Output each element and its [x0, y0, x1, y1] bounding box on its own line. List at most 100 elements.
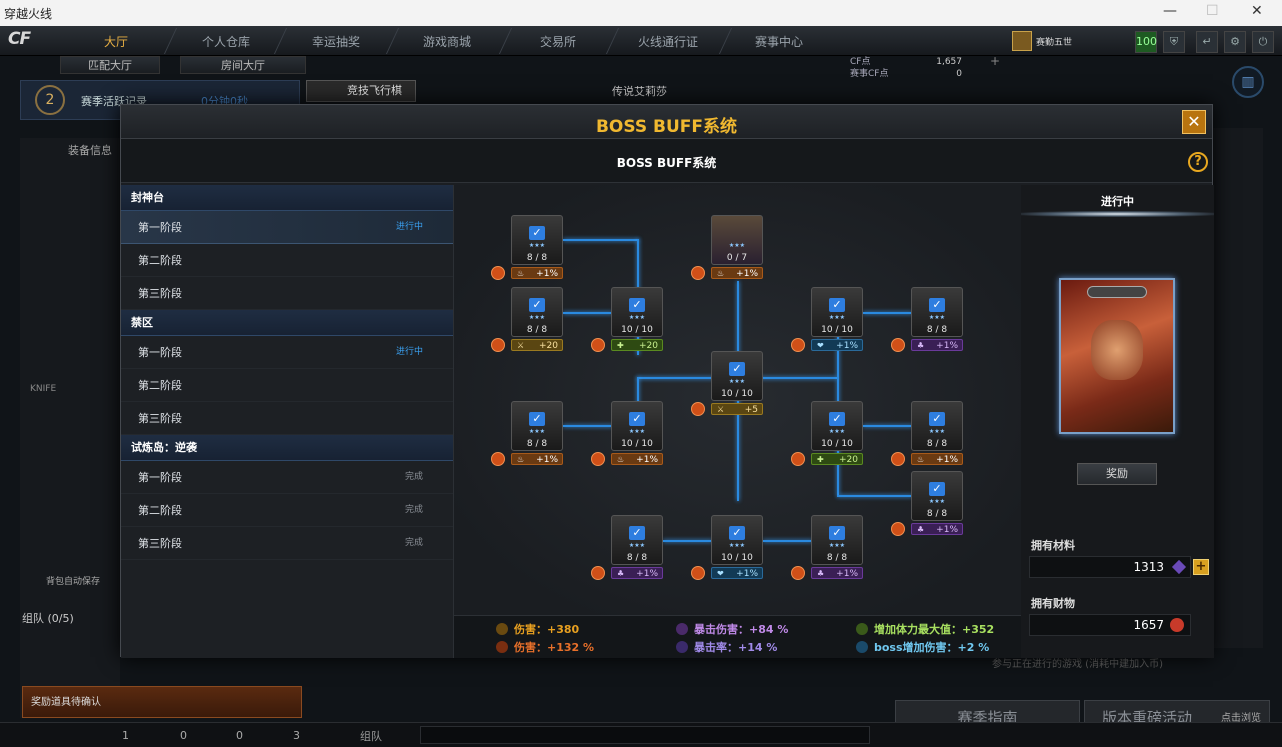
- upgrade-icon[interactable]: [591, 452, 605, 466]
- boss-status: 进行中: [1101, 195, 1134, 208]
- knife-label: KNIFE: [30, 384, 57, 394]
- reward-button[interactable]: 奖励: [1077, 463, 1157, 485]
- maximize-icon[interactable]: ☐: [1206, 3, 1219, 19]
- buff-node[interactable]: ✓★★★8 / 8: [911, 287, 963, 337]
- buff-type-icon: ♨: [617, 455, 625, 464]
- buff-node[interactable]: ★★★0 / 7: [711, 215, 763, 265]
- upgrade-icon[interactable]: [791, 566, 805, 580]
- upgrade-icon[interactable]: [491, 452, 505, 466]
- stat-boss-damage-text: boss增加伤害：+2 %: [874, 641, 990, 654]
- check-icon: ✓: [529, 298, 545, 312]
- materials-value: 1313: [1133, 560, 1164, 574]
- stage-item[interactable]: 第二阶段: [121, 369, 453, 402]
- buff-node[interactable]: ✓★★★10 / 10: [811, 287, 863, 337]
- buff-node[interactable]: ✓★★★8 / 8: [511, 287, 563, 337]
- nav-lucky-draw[interactable]: 幸运抽奖: [312, 35, 361, 49]
- dialog-title: BOSS BUFF系统: [595, 117, 738, 137]
- upgrade-icon[interactable]: [891, 452, 905, 466]
- chat-input[interactable]: [420, 726, 870, 744]
- upgrade-icon[interactable]: [791, 338, 805, 352]
- buff-amount: +20: [539, 341, 558, 351]
- stage-item[interactable]: 第三阶段: [121, 402, 453, 435]
- upgrade-icon[interactable]: [891, 522, 905, 536]
- reward-confirm-bar[interactable]: 奖励道具待确认: [22, 686, 302, 718]
- boss-portrait[interactable]: [1059, 278, 1175, 434]
- shield-icon[interactable]: ⛨: [1163, 31, 1185, 53]
- buff-amount: +1%: [736, 569, 758, 579]
- crown-icon: [1087, 286, 1147, 298]
- buff-node[interactable]: ✓★★★10 / 10: [611, 401, 663, 451]
- buff-value: ♣+1%: [911, 339, 963, 351]
- nav-divider: [273, 28, 288, 54]
- minimize-icon[interactable]: —: [1163, 3, 1177, 19]
- buff-tree: ✓★★★8 / 8♨+1%★★★0 / 7♨+1%✓★★★8 / 8⚔+20✓★…: [454, 185, 1021, 615]
- buff-node[interactable]: ✓★★★8 / 8: [611, 515, 663, 565]
- close-window-icon[interactable]: ✕: [1251, 3, 1263, 19]
- buff-node[interactable]: ✓★★★10 / 10: [611, 287, 663, 337]
- close-button[interactable]: ✕: [1182, 110, 1206, 134]
- upgrade-icon[interactable]: [691, 266, 705, 280]
- window-titlebar: 穿越火线 — ☐ ✕: [0, 0, 1282, 26]
- nav-exchange[interactable]: 交易所: [540, 35, 577, 49]
- upgrade-icon[interactable]: [491, 266, 505, 280]
- upgrade-icon[interactable]: [791, 452, 805, 466]
- group-header: 禁区: [121, 310, 453, 336]
- stage-label: 第二阶段: [138, 504, 182, 517]
- stage-status: 进行中: [395, 347, 423, 357]
- help-button[interactable]: ?: [1188, 152, 1208, 172]
- tree-connector: [563, 239, 639, 241]
- dialog-header: BOSS BUFF系统 ✕: [121, 105, 1212, 139]
- stage-item[interactable]: 第三阶段: [121, 277, 453, 310]
- stage-item[interactable]: 第三阶段完成: [121, 527, 453, 560]
- level-badge[interactable]: 100: [1135, 31, 1157, 53]
- buff-node[interactable]: ✓★★★10 / 10: [811, 401, 863, 451]
- stage-item[interactable]: 第一阶段进行中: [121, 211, 453, 244]
- settings-icon[interactable]: ⚙: [1224, 31, 1246, 53]
- subnav-match-hall[interactable]: 匹配大厅: [60, 56, 160, 74]
- upgrade-icon[interactable]: [891, 338, 905, 352]
- upgrade-icon[interactable]: [591, 338, 605, 352]
- subnav-room-hall[interactable]: 房间大厅: [180, 56, 306, 74]
- nav-lobby[interactable]: 大厅: [104, 35, 129, 49]
- buff-node[interactable]: ✓★★★8 / 8: [511, 401, 563, 451]
- add-materials-button[interactable]: +: [1193, 559, 1209, 575]
- tree-connector: [563, 425, 613, 427]
- bottom-count-1: 1: [122, 729, 129, 742]
- stat-crit-damage: 暴击伤害：+84 %: [676, 621, 788, 637]
- return-icon[interactable]: ↵: [1196, 31, 1218, 53]
- power-icon[interactable]: ⏻: [1252, 31, 1274, 53]
- add-cf-icon[interactable]: +: [990, 54, 1001, 68]
- buff-node[interactable]: ✓★★★8 / 8: [811, 515, 863, 565]
- dialog-subtitle: BOSS BUFF系统: [616, 156, 717, 170]
- nav-divider: [605, 28, 620, 54]
- upgrade-icon[interactable]: [591, 566, 605, 580]
- stage-item[interactable]: 第二阶段: [121, 244, 453, 277]
- status-glow: [1021, 211, 1214, 217]
- nav-pass[interactable]: 火线通行证: [638, 35, 699, 49]
- group-header: 试炼岛：逆袭: [121, 435, 453, 461]
- nav-events[interactable]: 赛事中心: [755, 35, 804, 49]
- buff-node[interactable]: ✓★★★10 / 10: [711, 515, 763, 565]
- upgrade-icon[interactable]: [491, 338, 505, 352]
- buff-node[interactable]: ✓★★★8 / 8: [511, 215, 563, 265]
- buff-node[interactable]: ✓★★★8 / 8: [911, 401, 963, 451]
- buff-type-icon: ✚: [617, 341, 624, 350]
- join-hint: 参与正在进行的游戏 (消耗中建加入币): [992, 659, 1163, 670]
- stats-icon[interactable]: ▥: [1232, 66, 1264, 98]
- upgrade-icon[interactable]: [691, 402, 705, 416]
- materials-label: 拥有材料: [1031, 539, 1075, 552]
- group-chat-label[interactable]: 组队: [360, 730, 382, 743]
- buff-type-icon: ⚔: [717, 405, 725, 414]
- rank-name: 赛勤五世: [1036, 38, 1073, 48]
- bottom-bar: 1 0 0 3 组队: [0, 722, 1282, 747]
- nav-warehouse[interactable]: 个人仓库: [202, 35, 251, 49]
- buff-node[interactable]: ✓★★★8 / 8: [911, 471, 963, 521]
- stage-item[interactable]: 第一阶段进行中: [121, 336, 453, 369]
- race-button[interactable]: 竞技飞行棋: [306, 80, 416, 102]
- stage-item[interactable]: 第一阶段完成: [121, 461, 453, 494]
- bottom-count-2: 0: [180, 729, 187, 742]
- upgrade-icon[interactable]: [691, 566, 705, 580]
- nav-shop[interactable]: 游戏商城: [423, 35, 472, 49]
- stage-item[interactable]: 第二阶段完成: [121, 494, 453, 527]
- buff-node[interactable]: ✓★★★10 / 10: [711, 351, 763, 401]
